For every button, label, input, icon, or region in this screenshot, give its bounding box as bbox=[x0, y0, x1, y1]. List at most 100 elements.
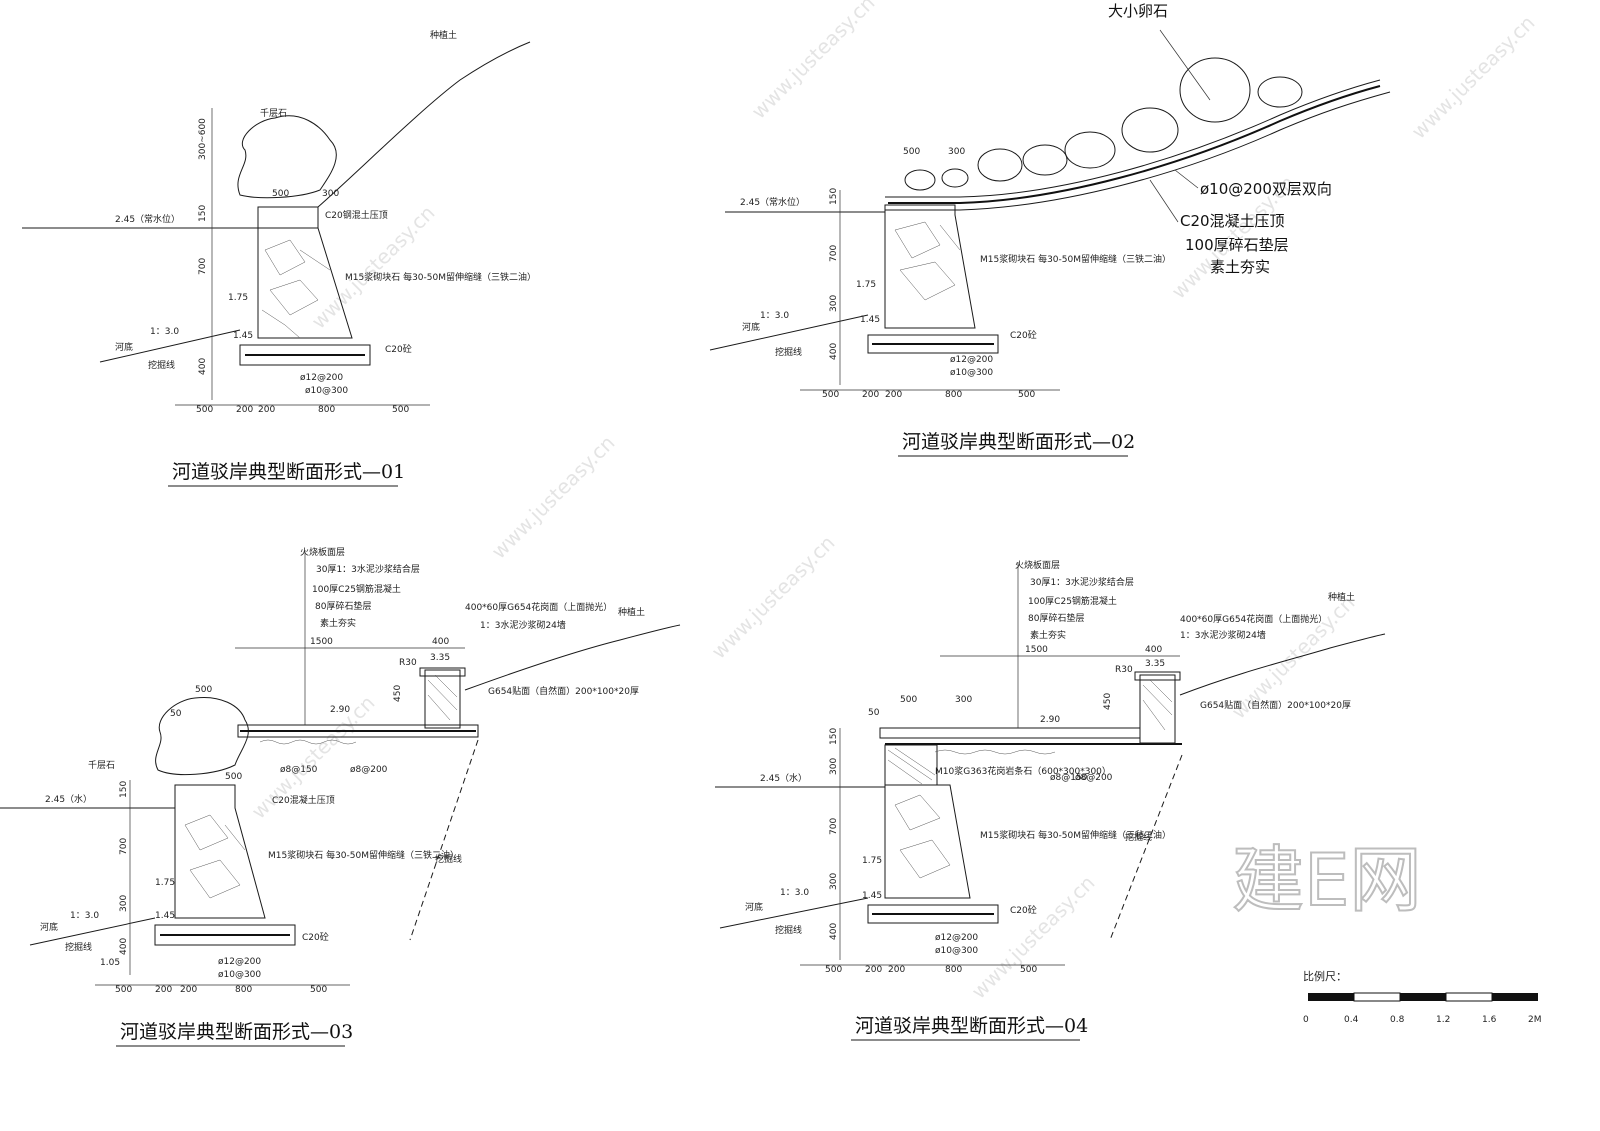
mortar-wall-label: 1：3水泥沙浆砌24墙 bbox=[480, 619, 566, 631]
slope-label: 1：3.0 bbox=[760, 311, 789, 321]
river-bed-label: 河底 bbox=[745, 901, 763, 913]
dim-700: 700 bbox=[829, 245, 839, 262]
masonry-wall bbox=[884, 204, 976, 329]
rebar-8b: ø8@200 bbox=[350, 765, 388, 775]
dim-300: 300 bbox=[955, 695, 972, 705]
wall-label: M15浆砌块石 每30-50M留伸缩缝（三铁二油） bbox=[268, 849, 459, 861]
dim-200: 200 bbox=[888, 965, 905, 975]
scale-bar: 比例尺： 0 0.4 0.8 1.2 1.6 2M bbox=[1303, 969, 1542, 1025]
watermark-text: www.justeasy.cn bbox=[707, 531, 840, 664]
dig-line-label: 挖掘线 bbox=[1125, 831, 1152, 843]
river-bed-label: 河底 bbox=[40, 921, 58, 933]
planter-wall bbox=[424, 669, 461, 729]
scale-segment bbox=[1492, 993, 1538, 1001]
scale-segment bbox=[1400, 993, 1446, 1001]
dim-400: 400 bbox=[198, 358, 208, 375]
elev-145: 1.45 bbox=[860, 315, 880, 325]
base-footing bbox=[154, 924, 296, 946]
section-02: 2.45（常水位） 大小卵石 ø10@200双层双向 C20混凝土压顶 100厚… bbox=[709, 2, 1391, 457]
dim-500: 500 bbox=[1020, 965, 1037, 975]
elev-175: 1.75 bbox=[862, 856, 882, 866]
elev-175: 1.75 bbox=[856, 280, 876, 290]
dim-500: 500 bbox=[392, 405, 409, 415]
brand-logo: 建E网 bbox=[1232, 838, 1422, 922]
base-footing bbox=[867, 904, 999, 924]
rebar-12: ø12@200 bbox=[935, 933, 978, 943]
g654-top-label: 400*60厚G654花岗面（上面抛光） bbox=[465, 601, 612, 613]
dim-300: 300 bbox=[119, 895, 129, 912]
river-bed-label: 河底 bbox=[742, 321, 760, 333]
concrete-label: 100厚C25钢筋混凝土 bbox=[1028, 595, 1117, 607]
dim-700: 700 bbox=[829, 818, 839, 835]
dim-300: 300 bbox=[948, 147, 965, 157]
g654-side-label: G654贴面（自然面）200*100*20厚 bbox=[488, 685, 639, 697]
dim-450: 450 bbox=[393, 685, 403, 702]
scale-segment bbox=[1445, 992, 1493, 1002]
rebar-10: ø10@300 bbox=[935, 946, 978, 956]
dim-200: 200 bbox=[180, 985, 197, 995]
r30: R30 bbox=[1115, 665, 1133, 675]
watermark-text: www.justeasy.cn bbox=[1407, 11, 1540, 144]
dim-500: 500 bbox=[1018, 390, 1035, 400]
dim-800: 800 bbox=[945, 390, 962, 400]
section-01: 2.45（常水位） 种植土 千层石 C20钢混土压顶 M15浆砌块石 每30-5… bbox=[22, 29, 536, 487]
wall-label: M15浆砌块石 每30-50M留伸缩缝（三毡二油） bbox=[980, 829, 1171, 841]
big-rock-label: 大小卵石 bbox=[1108, 2, 1168, 20]
soil-label: 素土夯实 bbox=[1210, 258, 1270, 276]
dim-500: 500 bbox=[225, 772, 242, 782]
dim-150: 150 bbox=[198, 205, 208, 222]
dim-50: 50 bbox=[170, 709, 182, 719]
dim-800: 800 bbox=[945, 965, 962, 975]
scale-segment bbox=[1353, 992, 1401, 1002]
dig-line-label: 挖掘线 bbox=[435, 853, 462, 865]
fire-stone-label: 火烧板面层 bbox=[1015, 559, 1060, 571]
planter-wall bbox=[1139, 674, 1176, 744]
dim-300: 300 bbox=[829, 873, 839, 890]
water-level-label: 2.45（水） bbox=[45, 793, 92, 805]
scale-title: 比例尺： bbox=[1303, 969, 1347, 983]
elev-145: 1.45 bbox=[233, 331, 253, 341]
dim-800: 800 bbox=[235, 985, 252, 995]
scale-tick: 0 bbox=[1303, 1015, 1309, 1025]
section-03: 2.45（水） 种植土 火烧板面层 30厚1：3水泥沙浆结合层 100厚C25钢… bbox=[0, 546, 681, 1047]
scale-tick: 0.8 bbox=[1390, 1015, 1405, 1025]
elev-335: 3.35 bbox=[430, 653, 450, 663]
section-title: 河道驳岸典型断面形式—03 bbox=[120, 1021, 353, 1043]
soil-label: 素土夯实 bbox=[320, 617, 356, 629]
base-label: C20砼 bbox=[385, 343, 412, 355]
watermark-text: www.justeasy.cn bbox=[967, 871, 1100, 1004]
dig-line-label: 挖掘线 bbox=[148, 359, 175, 371]
dim-150: 150 bbox=[829, 188, 839, 205]
mortar-label: 30厚1：3水泥沙浆结合层 bbox=[1030, 576, 1134, 588]
dim-500: 500 bbox=[272, 189, 289, 199]
rebar-10: ø10@300 bbox=[305, 386, 348, 396]
dim-500: 500 bbox=[825, 965, 842, 975]
dim-50: 50 bbox=[868, 708, 880, 718]
dig-line-label: 挖掘线 bbox=[775, 346, 802, 358]
dim-1500: 1500 bbox=[1025, 645, 1048, 655]
rock-label: 千层石 bbox=[260, 108, 287, 119]
mortar-label: 30厚1：3水泥沙浆结合层 bbox=[316, 563, 420, 575]
base-label: C20砼 bbox=[302, 931, 329, 943]
dim-800: 800 bbox=[318, 405, 335, 415]
dim-300-600: 300~600 bbox=[198, 118, 208, 160]
r30: R30 bbox=[399, 658, 417, 668]
granite-block bbox=[884, 744, 938, 786]
water-level-label: 2.45（常水位） bbox=[740, 196, 805, 208]
cap-beam bbox=[257, 206, 319, 229]
rebar-12: ø12@200 bbox=[950, 355, 993, 365]
dim-500: 500 bbox=[900, 695, 917, 705]
dim-200: 200 bbox=[885, 390, 902, 400]
concrete-label: 100厚C25钢筋混凝土 bbox=[312, 583, 401, 595]
dim-500: 500 bbox=[115, 985, 132, 995]
watermark-text: www.justeasy.cn bbox=[487, 431, 620, 564]
elev-290: 2.90 bbox=[1040, 715, 1060, 725]
dim-700: 700 bbox=[119, 838, 129, 855]
section-title: 河道驳岸典型断面形式—04 bbox=[855, 1015, 1088, 1037]
section-04: 2.45（水） 种植土 火烧板面层 30厚1：3水泥沙浆结合层 100厚C25钢… bbox=[715, 559, 1386, 1041]
dim-1500: 1500 bbox=[310, 637, 333, 647]
section-title: 河道驳岸典型断面形式—02 bbox=[902, 431, 1135, 453]
watermark-text: www.justeasy.cn bbox=[747, 0, 880, 124]
dim-300: 300 bbox=[829, 295, 839, 312]
rock-label: 千层石 bbox=[88, 760, 115, 771]
